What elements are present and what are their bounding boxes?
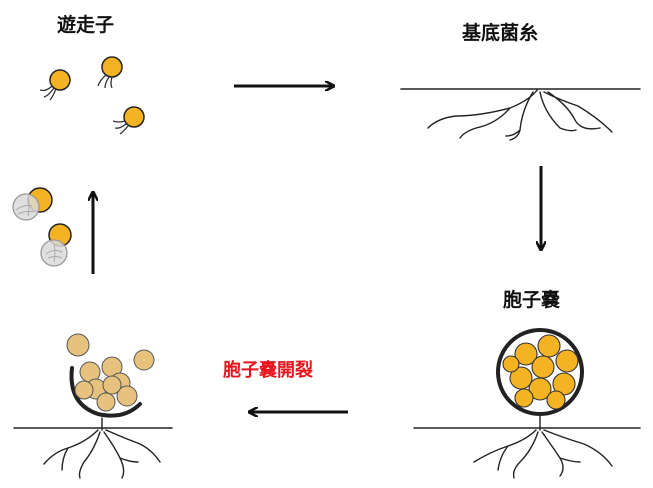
dehisced-sporangium <box>66 333 155 418</box>
basal-hyphae <box>400 88 641 141</box>
zoospore-label: 遊走子 <box>57 14 115 36</box>
zoospore-group <box>39 56 145 135</box>
sporangium <box>496 328 584 416</box>
sporangium-label: 胞子嚢 <box>503 289 561 311</box>
dehisced-rhizoids <box>13 417 173 479</box>
encysting-spores <box>12 187 72 267</box>
zoospore-3 <box>112 106 145 135</box>
zoospore-2 <box>97 56 123 89</box>
zoospore-1 <box>39 69 71 101</box>
sporangium-dehiscence-label: 胞子嚢開裂 <box>223 360 313 381</box>
basal-hyphae-label: 基底菌糸 <box>462 22 539 44</box>
sporangium-rhizoids <box>413 413 641 479</box>
